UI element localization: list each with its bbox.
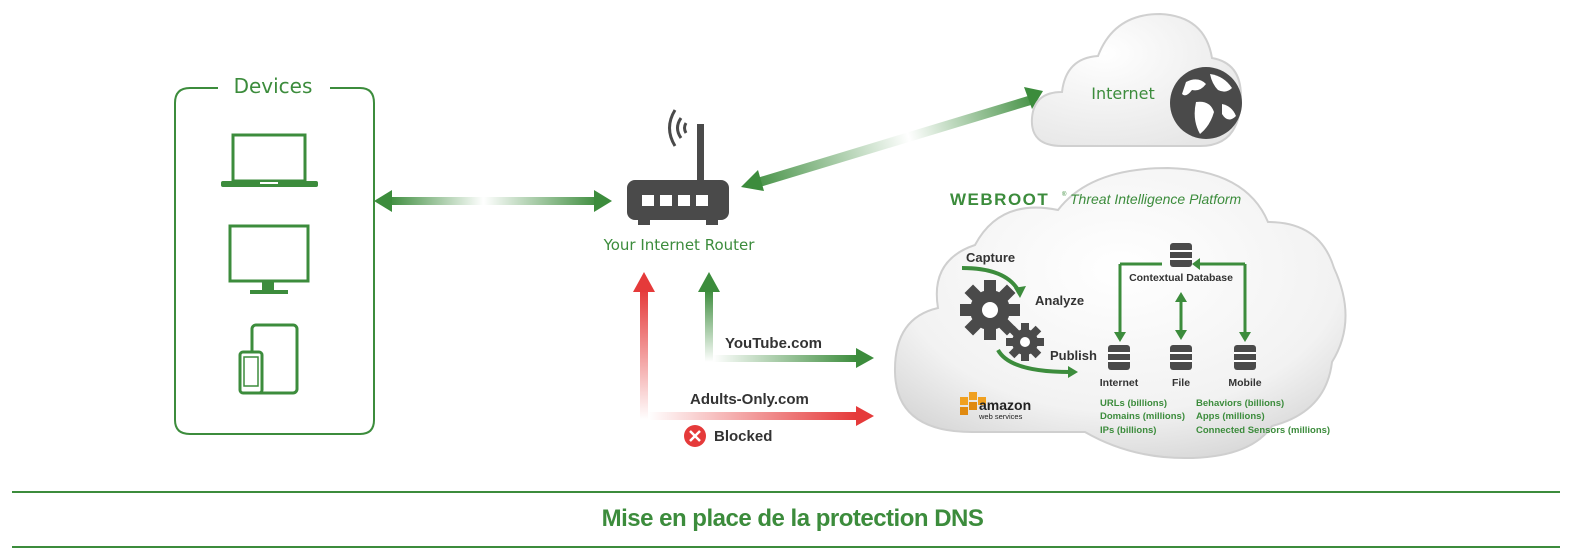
blocked-icon: [684, 425, 706, 447]
aws-cubes-icon: [960, 392, 986, 415]
devices-title: Devices: [234, 74, 313, 98]
database-icon: [1234, 345, 1256, 370]
process-cycle: Capture Analyze Publish: [961, 250, 1097, 378]
detail-domains: Domains (millions): [1100, 411, 1185, 422]
detail-urls: URLs (billions): [1100, 398, 1167, 409]
globe-icon: [1170, 67, 1242, 139]
analyze-label: Analyze: [1035, 293, 1084, 308]
router-internet-link: [741, 87, 1043, 191]
detail-ips: IPs (billions): [1100, 425, 1156, 436]
file-database-label: File: [1172, 377, 1190, 389]
file-database: File: [1170, 345, 1192, 389]
blocked-status-label: Blocked: [714, 428, 772, 445]
internet-label: Internet: [1091, 84, 1155, 103]
detail-sensors: Connected Sensors (millions): [1196, 425, 1330, 436]
mobile-database-label: Mobile: [1228, 377, 1261, 389]
database-links: [1114, 258, 1251, 342]
laptop-icon: [221, 133, 318, 187]
webroot-brand: WEBROOT: [950, 190, 1049, 209]
detail-apps: Apps (millions): [1196, 411, 1265, 422]
internet-database: Internet: [1100, 345, 1139, 389]
internet-cloud: Internet: [1030, 12, 1242, 147]
database-icon: [1170, 345, 1192, 370]
devices-router-link: [374, 190, 612, 212]
database-icon: [1108, 345, 1130, 370]
publish-label: Publish: [1050, 348, 1097, 363]
monitor-icon: [228, 224, 310, 294]
aws-sub: web services: [978, 412, 1023, 421]
aws-logo: amazon web services: [960, 392, 1031, 421]
database-icon: [1170, 243, 1192, 267]
detail-behaviors: Behaviors (billions): [1196, 398, 1284, 409]
aws-name: amazon: [979, 397, 1031, 413]
capture-label: Capture: [966, 250, 1015, 265]
contextual-database: Contextual Database: [1129, 243, 1233, 284]
footer-title: Mise en place de la protection DNS: [601, 505, 984, 532]
mobile-database-details: Behaviors (billions) Apps (millions) Con…: [1196, 398, 1330, 436]
blocked-traffic-path: [633, 272, 874, 426]
mobile-database: Mobile: [1228, 345, 1262, 389]
allowed-traffic-path: [698, 272, 874, 368]
footer-divider-top: [12, 491, 1560, 493]
contextual-database-label: Contextual Database: [1129, 272, 1233, 284]
webroot-subtitle: Threat Intelligence Platform: [1070, 191, 1242, 207]
allowed-domain-label: YouTube.com: [725, 335, 822, 352]
gears-icon: [960, 280, 1044, 361]
internet-database-label: Internet: [1100, 377, 1139, 389]
internet-database-details: URLs (billions) Domains (millions) IPs (…: [1100, 398, 1185, 436]
footer-divider-bottom: [12, 546, 1560, 548]
devices-panel: Devices: [174, 74, 375, 435]
router-label: Your Internet Router: [603, 236, 756, 254]
blocked-domain-label: Adults-Only.com: [690, 391, 809, 408]
router-icon: [627, 109, 729, 225]
webroot-logo: WEBROOT ® Threat Intelligence Platform: [950, 190, 1242, 209]
blocked-status: Blocked: [684, 425, 772, 447]
webroot-trademark: ®: [1062, 191, 1067, 198]
tablet-phone-icon: [238, 323, 299, 395]
